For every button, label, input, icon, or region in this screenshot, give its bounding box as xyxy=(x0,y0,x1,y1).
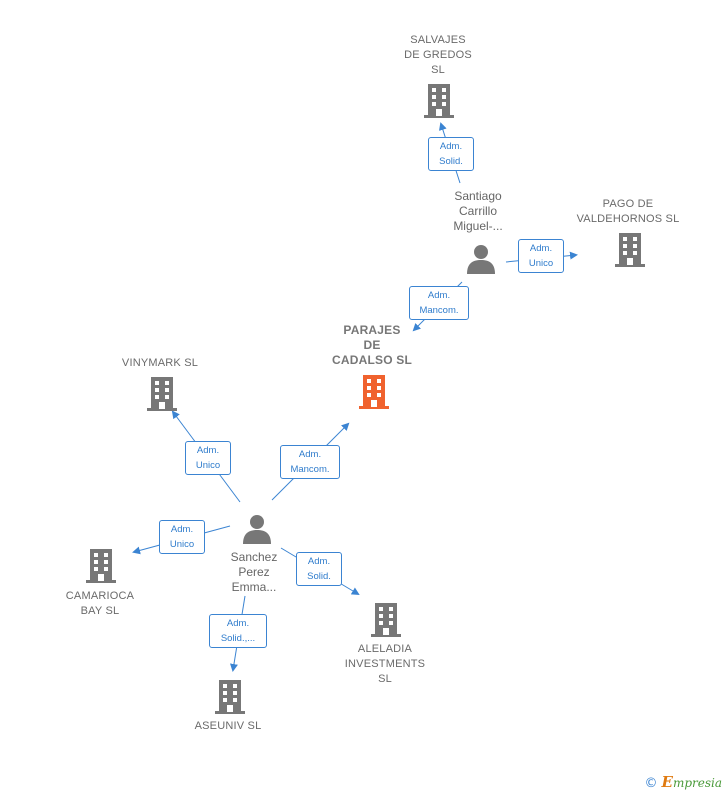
building-icon[interactable] xyxy=(424,84,454,118)
company-label-vinymark[interactable]: VINYMARK SL xyxy=(121,357,199,369)
building-icon[interactable] xyxy=(615,233,645,267)
person-icon[interactable] xyxy=(242,514,272,544)
person-label-santiago[interactable]: Santiago Carrillo Miguel-... xyxy=(453,189,503,233)
brand-initial: E xyxy=(661,773,673,791)
role-badge-santiago-pago[interactable]: Adm. Unico xyxy=(518,239,564,273)
building-icon[interactable] xyxy=(371,603,401,637)
company-label-salvajes[interactable]: SALVAJES DE GREDOS SL xyxy=(404,34,472,76)
focal-building-icon[interactable] xyxy=(359,375,389,409)
role-badge-sanchez-aseuniv[interactable]: Adm. Solid.,... xyxy=(209,614,267,648)
company-label-parajes[interactable]: PARAJES DE CADALSO SL xyxy=(332,323,412,367)
role-badge-sanchez-parajes[interactable]: Adm. Mancom. xyxy=(280,445,340,479)
company-label-aseuniv[interactable]: ASEUNIV SL xyxy=(194,720,262,732)
role-badge-sanchez-aleladia[interactable]: Adm. Solid. xyxy=(296,552,342,586)
brand-name: mpresia xyxy=(672,776,722,790)
person-label-sanchez[interactable]: Sanchez Perez Emma... xyxy=(230,550,278,594)
role-badge-sanchez-vinymark[interactable]: Adm. Unico xyxy=(185,441,231,475)
company-label-pago[interactable]: PAGO DE VALDEHORNOS SL xyxy=(576,198,680,225)
person-icon[interactable] xyxy=(466,244,496,274)
role-badge-santiago-salvajes[interactable]: Adm. Solid. xyxy=(428,137,474,171)
building-icon[interactable] xyxy=(86,549,116,583)
brand-watermark: ©Empresia xyxy=(645,773,723,791)
role-badge-sanchez-camarioca[interactable]: Adm. Unico xyxy=(159,520,205,554)
company-label-aleladia[interactable]: ALELADIA INVESTMENTS SL xyxy=(344,643,426,685)
company-label-camarioca[interactable]: CAMARIOCA BAY SL xyxy=(65,590,135,617)
building-icon[interactable] xyxy=(215,680,245,714)
building-icon[interactable] xyxy=(147,377,177,411)
role-badge-santiago-parajes[interactable]: Adm. Mancom. xyxy=(409,286,469,320)
copyright-icon: © xyxy=(644,776,658,791)
